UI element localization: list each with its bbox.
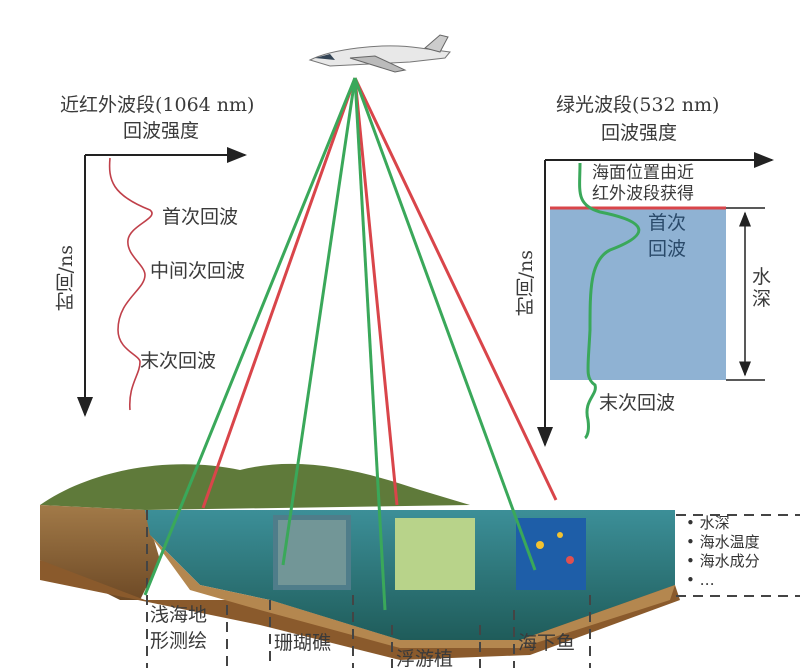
measurement-item: • … [686,571,715,589]
measurement-item: • 海水温度 [686,533,760,551]
nir-band-title: 近红外波段(1064 nm) [60,94,255,116]
green-waveform-curve [578,162,641,440]
app-label-shallow-sea-line2: 形测绘 [150,630,208,652]
nir-middle-return: 中间次回波 [150,260,246,282]
nir-y-axis-label: 时间/ns [55,245,77,312]
laser-beams [143,77,558,611]
app-label-fish: 海下鱼 [518,632,576,654]
measurement-item: • 海水成分 [686,552,760,570]
green-waveform-chart [537,152,774,447]
underwater-fish-image [516,518,586,590]
nir-first-return: 首次回波 [162,206,239,228]
app-label-shallow-sea-line1: 浅海地 [150,604,208,626]
phytoplankton-image [395,518,475,590]
nir-waveform-chart [77,147,247,417]
app-label-phytoplankton: 浮游植 [396,648,454,668]
green-band-title: 绿光波段(532 nm) [556,94,720,116]
app-label-coral-reef: 珊瑚礁 [274,632,332,654]
nir-x-axis-label: 回波强度 [123,120,200,142]
surface-note-line2: 红外波段获得 [592,184,694,204]
green-x-axis-label: 回波强度 [601,122,678,144]
measurement-item: • 水深 [686,514,730,532]
nir-last-return: 末次回波 [140,350,217,372]
surface-note-line1: 海面位置由近 [592,163,694,183]
depth-label: 水深 [752,266,772,310]
green-y-axis-label: 时间/ns [515,250,537,317]
aircraft-icon [308,34,451,73]
nir-waveform-curve [108,157,153,411]
green-first-return-line2: 回波 [648,238,687,260]
green-last-return: 末次回波 [599,392,676,414]
measurement-list: • 水深 • 海水温度 • 海水成分 • … [686,514,760,590]
water-column [550,208,726,380]
green-first-return-line1: 首次 [648,212,687,234]
dashed-guides [146,510,800,668]
